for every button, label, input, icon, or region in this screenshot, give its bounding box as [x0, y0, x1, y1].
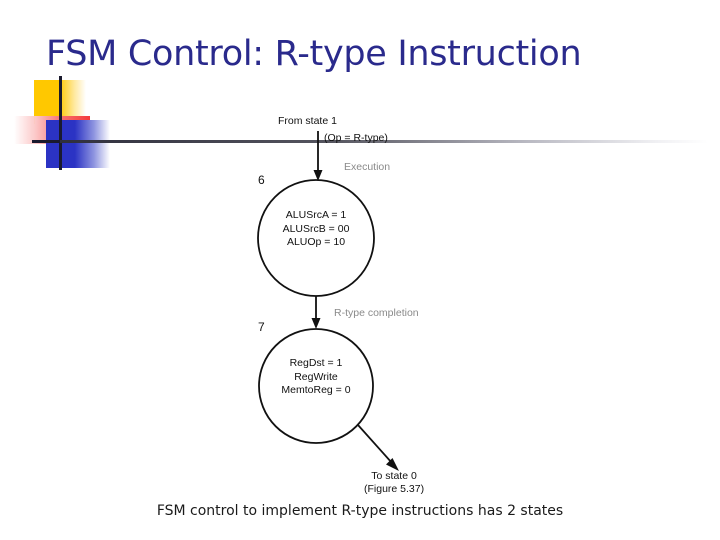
state-7-signal-line: MemtoReg = 0 [281, 384, 351, 396]
state-7-signals: RegDst = 1 RegWrite MemtoReg = 0 [256, 357, 376, 398]
title-decoration [14, 76, 124, 172]
transition-arrow-6-to-7 [311, 296, 321, 329]
incoming-arrow [313, 131, 323, 181]
state-6-signal-line: ALUSrcB = 00 [282, 222, 350, 235]
to-state-label: To state 0 (Figure 5.37) [364, 470, 424, 496]
state-number-6: 6 [258, 173, 265, 187]
outgoing-arrow [357, 424, 399, 471]
transition-label-execution: Execution [344, 161, 391, 173]
state-6-signal-line: ALUSrcA = 1 [285, 209, 347, 221]
fsm-diagram-graphics [257, 131, 399, 471]
state-circle-7 [258, 328, 374, 444]
state-7-signal-line: RegDst = 1 [289, 357, 343, 369]
state-6-signal-line: ALUOp = 10 [286, 236, 346, 248]
title-underline-rule [60, 140, 708, 143]
state-6-signals: ALUSrcA = 1 ALUSrcB = 00 ALUOp = 10 [256, 209, 376, 250]
to-state-line2: (Figure 5.37) [364, 483, 425, 495]
state-7-signal-line: RegWrite [294, 370, 338, 383]
from-state-label: From state 1 [278, 115, 337, 127]
fsm-diagram: From state 1 (Op = R-type) Execution R-t… [240, 105, 500, 505]
state-number-7: 7 [258, 320, 265, 334]
slide-caption: FSM control to implement R-type instruct… [156, 503, 564, 519]
page-title: FSM Control: R-type Instruction [46, 34, 582, 74]
transition-label-rtype-completion: R-type completion [334, 307, 419, 319]
decoration-vertical-line [59, 76, 62, 170]
to-state-line1: To state 0 [371, 470, 417, 482]
decoration-blue-square [46, 120, 110, 168]
entry-condition-label: (Op = R-type) [324, 132, 388, 144]
